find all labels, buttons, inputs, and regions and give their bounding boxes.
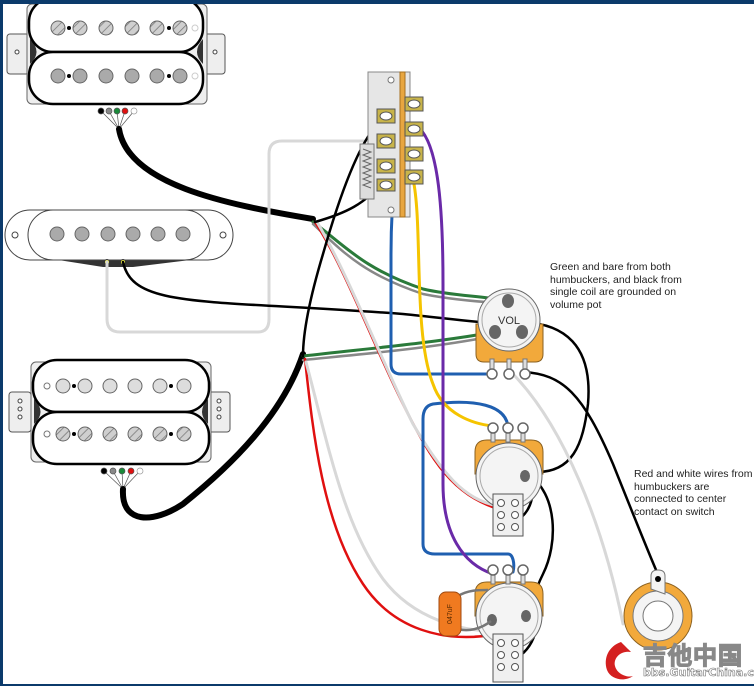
vol-black-wire-2 (521, 370, 662, 581)
vol-label: VOL (498, 315, 520, 327)
tone-blue-loop (421, 400, 516, 574)
switch-black-wire-1 (301, 117, 385, 358)
switch-yellow-wire (411, 177, 495, 428)
single-coil-black-wire (121, 260, 505, 326)
five-way-switch (359, 71, 424, 218)
neck-bare-wire (311, 222, 502, 305)
neck-humbucker (6, 4, 226, 130)
bridge-screw-poles (43, 426, 192, 442)
neck-lead-wires (97, 107, 138, 130)
switch-note: Red and white wires from humbuckers are … (634, 468, 753, 518)
bridge-slug-poles (43, 378, 192, 394)
wiring-svg: VOL 047uF (4, 4, 693, 683)
bridge-bare-wire (301, 336, 485, 362)
dragon-logo-icon (605, 642, 633, 680)
output-jack (623, 569, 693, 651)
tone-pot-2 (457, 564, 544, 683)
vol-white-wire-jack (509, 370, 625, 626)
neck-cable (116, 126, 316, 222)
ground-note: Green and bare from both humbuckers, and… (550, 261, 682, 311)
neck-white-wire (315, 220, 500, 508)
switch-lugs (376, 96, 424, 192)
neck-green-wire (311, 220, 502, 302)
volume-pot: VOL (475, 288, 544, 380)
neck-screw-poles (50, 20, 199, 36)
watermark-url: bbs.GuitarChina.com (643, 666, 754, 680)
switch-purple-wire (411, 122, 495, 576)
capacitor-label: 047uF (447, 604, 454, 624)
bridge-humbucker (8, 358, 231, 490)
watermark-chinese: 吉他中国 (642, 641, 743, 670)
neck-red-wire (313, 220, 500, 511)
middle-single-coil (4, 209, 234, 267)
watermark: 吉他中国 bbs.GuitarChina.com (603, 636, 754, 686)
wires (105, 100, 662, 664)
capacitor: 047uF (438, 591, 462, 637)
tone-pot-1 (474, 422, 544, 537)
single-coil-white-wire (105, 139, 380, 334)
wiring-diagram: VOL 047uF (3, 4, 754, 684)
bridge-lead-wires (100, 467, 144, 490)
bridge-green-wire (301, 332, 485, 358)
bridge-cable (119, 351, 306, 521)
neck-slug-poles (50, 68, 199, 84)
vol-black-wire-1 (521, 320, 590, 474)
